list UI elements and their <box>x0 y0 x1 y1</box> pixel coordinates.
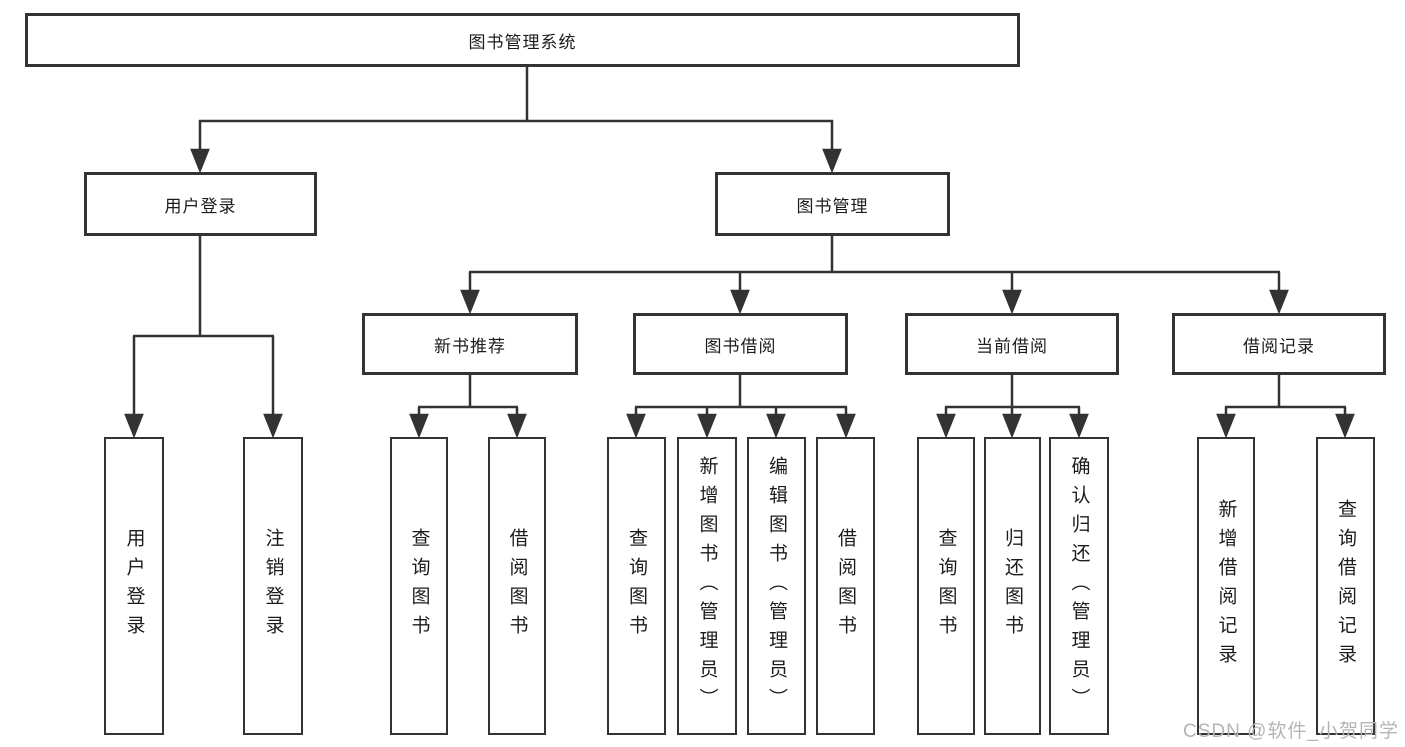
leaf-label: 确认归还（管理员） <box>1068 455 1090 717</box>
node-book-management: 图书管理 <box>715 172 950 236</box>
node-label: 图书管理 <box>796 196 869 216</box>
leaf-query-books: 查询图书 <box>390 437 448 735</box>
leaf-label: 借阅图书 <box>506 528 528 644</box>
leaf-confirm-return-admin: 确认归还（管理员） <box>1049 437 1109 735</box>
leaf-borrow-books: 借阅图书 <box>488 437 546 735</box>
csdn-watermark: CSDN @软件_小贺同学 <box>1183 721 1399 742</box>
leaf-logout: 注销登录 <box>243 437 303 735</box>
leaf-query-borrow-record: 查询借阅记录 <box>1316 437 1375 735</box>
node-label: 新书推荐 <box>434 336 506 356</box>
leaf-label: 查询图书 <box>408 528 430 644</box>
leaf-query-books: 查询图书 <box>917 437 975 735</box>
node-label: 用户登录 <box>164 196 237 216</box>
node-book-management-system: 图书管理系统 <box>25 13 1020 67</box>
leaf-add-books-admin: 新增图书（管理员） <box>677 437 737 735</box>
leaf-label: 用户登录 <box>123 528 145 644</box>
node-label: 当前借阅 <box>976 336 1048 356</box>
leaf-label: 编辑图书（管理员） <box>766 455 787 717</box>
node-new-book-recommend: 新书推荐 <box>362 313 578 375</box>
leaf-user-login: 用户登录 <box>104 437 164 735</box>
leaf-label: 借阅图书 <box>835 528 856 644</box>
leaf-label: 归还图书 <box>1002 528 1023 644</box>
leaf-label: 注销登录 <box>262 528 284 644</box>
node-current-borrowing: 当前借阅 <box>905 313 1119 375</box>
node-label: 图书管理系统 <box>468 32 577 52</box>
leaf-add-borrow-record: 新增借阅记录 <box>1197 437 1255 735</box>
leaf-label: 查询借阅记录 <box>1335 499 1356 673</box>
leaf-return-books: 归还图书 <box>984 437 1041 735</box>
node-user-login: 用户登录 <box>84 172 317 236</box>
leaf-query-books: 查询图书 <box>607 437 666 735</box>
leaf-label: 查询图书 <box>935 528 957 644</box>
leaf-edit-books-admin: 编辑图书（管理员） <box>747 437 806 735</box>
node-book-borrowing: 图书借阅 <box>633 313 848 375</box>
node-borrowing-records: 借阅记录 <box>1172 313 1386 375</box>
leaf-label: 新增图书（管理员） <box>696 455 718 717</box>
leaf-borrow-books: 借阅图书 <box>816 437 875 735</box>
node-label: 图书借阅 <box>704 336 777 356</box>
node-label: 借阅记录 <box>1243 336 1315 356</box>
leaf-label: 查询图书 <box>626 528 647 644</box>
leaf-label: 新增借阅记录 <box>1215 499 1237 673</box>
